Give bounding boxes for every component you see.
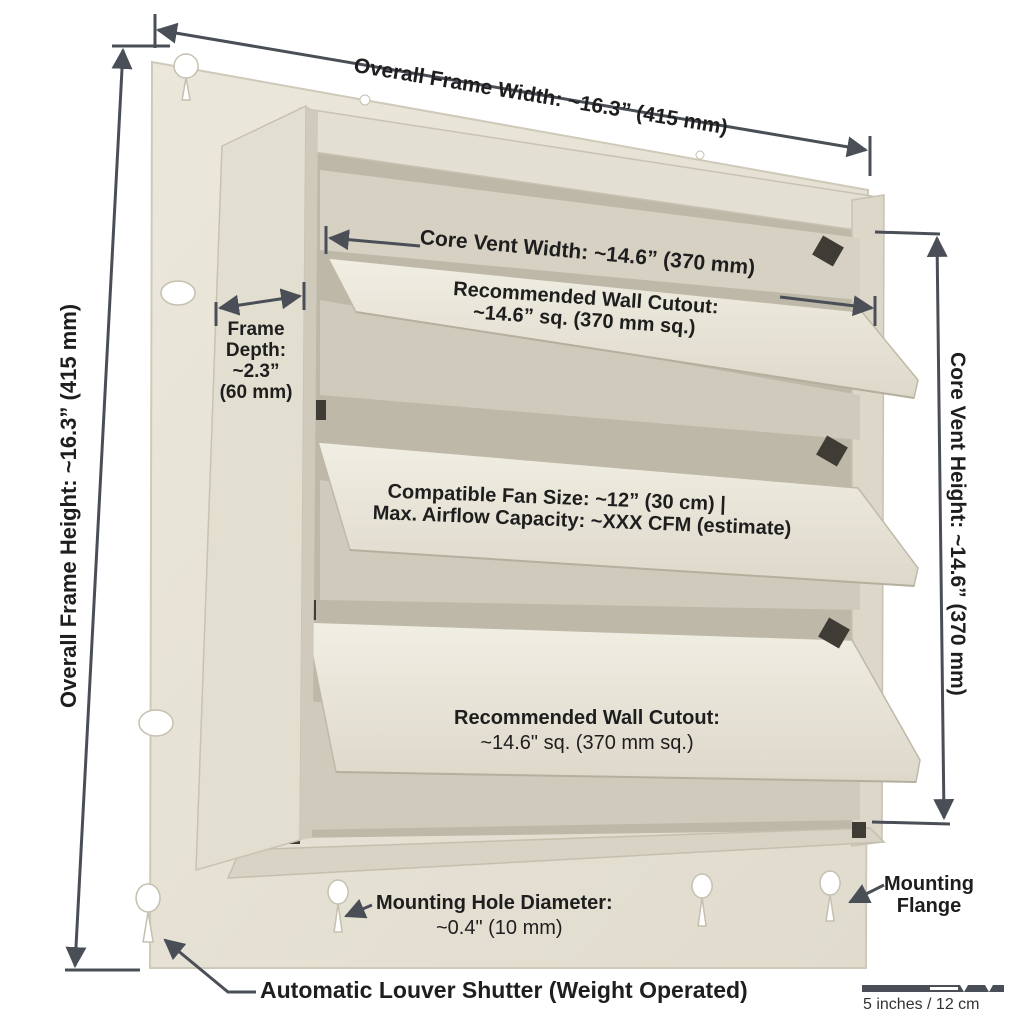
shutter-title: Automatic Louver Shutter (Weight Operate… — [260, 977, 748, 1003]
cutout-bottom-line-2: ~14.6" sq. (370 mm sq.) — [480, 732, 694, 754]
louver-slat-3 — [305, 621, 921, 783]
frame-depth-label: Frame Depth: ~2.3” (60 mm) — [214, 319, 298, 404]
core-width-dimension-line-right — [779, 295, 875, 317]
scale-bar — [862, 985, 1004, 992]
overall-height-dimension-line — [65, 47, 133, 969]
scale-bar-label: 5 inches / 12 cm — [863, 996, 980, 1013]
frame-depth-line-4: (60 mm) — [219, 381, 293, 403]
overall-width-dimension-line — [155, 22, 869, 158]
frame-depth-dimension-line — [217, 288, 303, 316]
overall-height-label: Overall Frame Height: ~16.3” (415 mm) — [56, 303, 81, 708]
flange-leader-line — [848, 883, 885, 904]
mounting-hole-label: Mounting Hole Diameter: ~0.4" (10 mm) — [376, 892, 613, 939]
flange-line-1: Mounting — [884, 873, 974, 895]
frame-depth-line-3: ~2.3” — [232, 360, 280, 382]
housing-bottom — [226, 827, 886, 879]
shutter-leader-line — [163, 938, 256, 994]
mounting-hole-line-2: ~0.4" (10 mm) — [436, 917, 563, 939]
cutout-bottom-label: Recommended Wall Cutout: ~14.6" sq. (370… — [454, 707, 720, 754]
mounting-flange-label: Mounting Flange — [884, 873, 974, 917]
louver-gap-2 — [320, 300, 860, 440]
core-height-dimension-line — [926, 235, 955, 821]
mounting-hole-line-1: Mounting Hole Diameter: — [376, 892, 613, 914]
louver-gap-1 — [320, 170, 860, 300]
core-width-dimension-line-left — [327, 229, 421, 251]
pivot-tab — [816, 435, 848, 467]
pivot-tab — [818, 617, 850, 649]
hole-leader-line — [344, 898, 373, 919]
flange-line-2: Flange — [896, 895, 962, 917]
pivot-tab — [852, 822, 866, 838]
frame-depth-line-2: Depth: — [225, 339, 287, 361]
louver-slat-1 — [326, 257, 919, 399]
louver-slat-2 — [316, 441, 919, 587]
pivot-tab — [316, 400, 326, 420]
frame-depth-line-1: Frame — [227, 319, 285, 340]
pivot-tab — [812, 235, 844, 267]
cutout-bottom-line-1: Recommended Wall Cutout: — [454, 707, 720, 729]
core-height-label: Core Vent Height: ~14.6” (370 mm) — [946, 352, 969, 696]
